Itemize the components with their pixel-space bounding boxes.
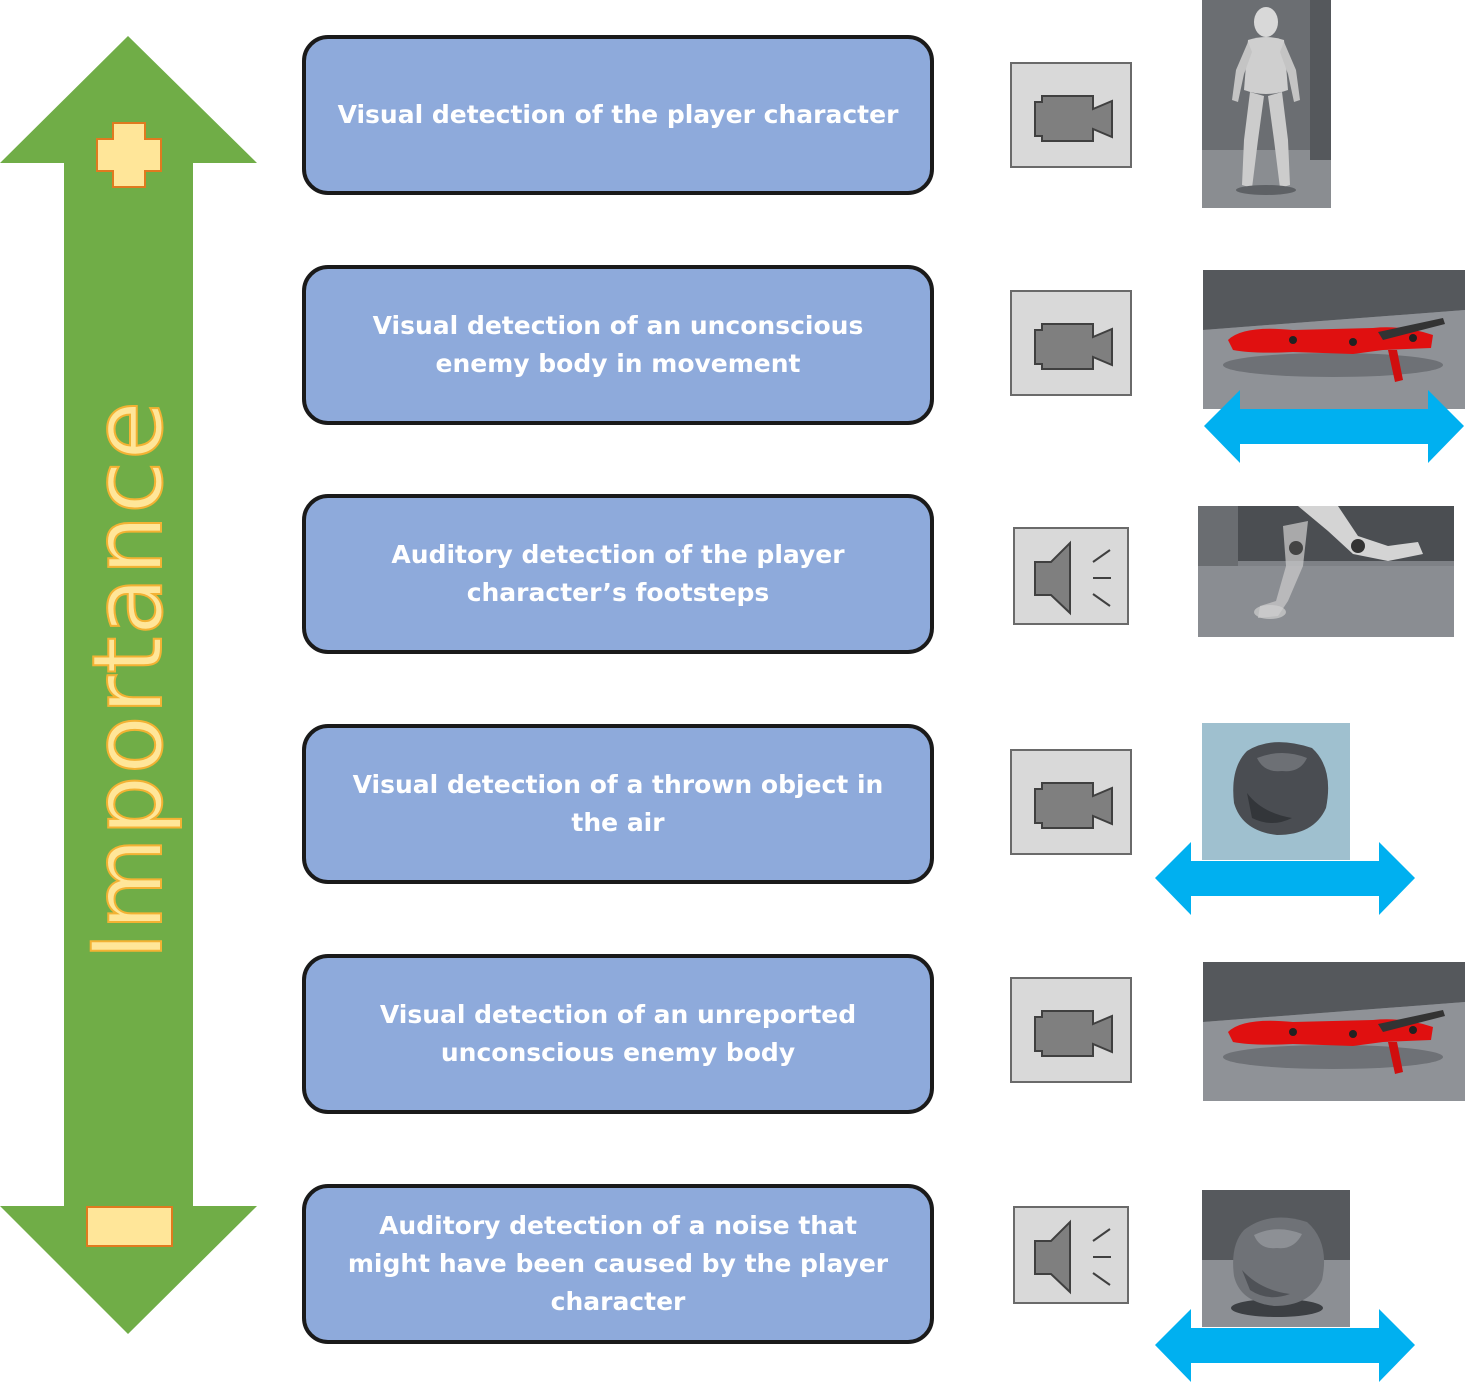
card-text: Visual detection of the player character <box>337 100 899 129</box>
importance-label: Importance <box>71 399 185 961</box>
speaker-icon-box <box>1013 527 1129 625</box>
speaker-icon <box>1034 1219 1111 1295</box>
card-text: Visual detection of an unconscious enemy… <box>372 311 864 378</box>
detection-card: Visual detection of an unreported uncons… <box>302 954 934 1114</box>
red-body-thumbnail <box>1203 270 1465 409</box>
detection-card: Visual detection of an unconscious enemy… <box>302 265 934 425</box>
detection-card: Auditory detection of a noise that might… <box>302 1184 934 1344</box>
motion-arrow <box>1155 1309 1415 1382</box>
rock-on-ground-thumbnail <box>1202 1190 1350 1327</box>
card-text: Visual detection of a thrown object in t… <box>352 770 884 837</box>
card-text: Auditory detection of the player charact… <box>391 540 845 607</box>
mannequin-thumbnail <box>1202 0 1331 208</box>
motion-arrow <box>1155 842 1415 915</box>
camera-icon-box <box>1010 62 1132 168</box>
detection-card: Visual detection of the player character <box>302 35 934 195</box>
card-text: Auditory detection of a noise that might… <box>347 1211 889 1316</box>
importance-arrow <box>0 36 257 1334</box>
speaker-icon <box>1034 540 1111 616</box>
plus-icon <box>96 122 162 188</box>
rock-in-air-thumbnail <box>1202 723 1350 860</box>
camera-icon-box <box>1010 749 1132 855</box>
camera-icon <box>1034 1010 1113 1057</box>
running-legs-thumbnail <box>1198 506 1454 637</box>
camera-icon <box>1034 323 1113 370</box>
red-body-thumbnail <box>1203 962 1465 1101</box>
camera-icon <box>1034 782 1113 829</box>
camera-icon <box>1034 95 1113 142</box>
motion-arrow <box>1204 390 1464 463</box>
detection-card: Visual detection of a thrown object in t… <box>302 724 934 884</box>
detection-card: Auditory detection of the player charact… <box>302 494 934 654</box>
camera-icon-box <box>1010 290 1132 396</box>
card-text: Visual detection of an unreported uncons… <box>379 1000 857 1067</box>
camera-icon-box <box>1010 977 1132 1083</box>
speaker-icon-box <box>1013 1206 1129 1304</box>
minus-icon <box>86 1206 173 1247</box>
